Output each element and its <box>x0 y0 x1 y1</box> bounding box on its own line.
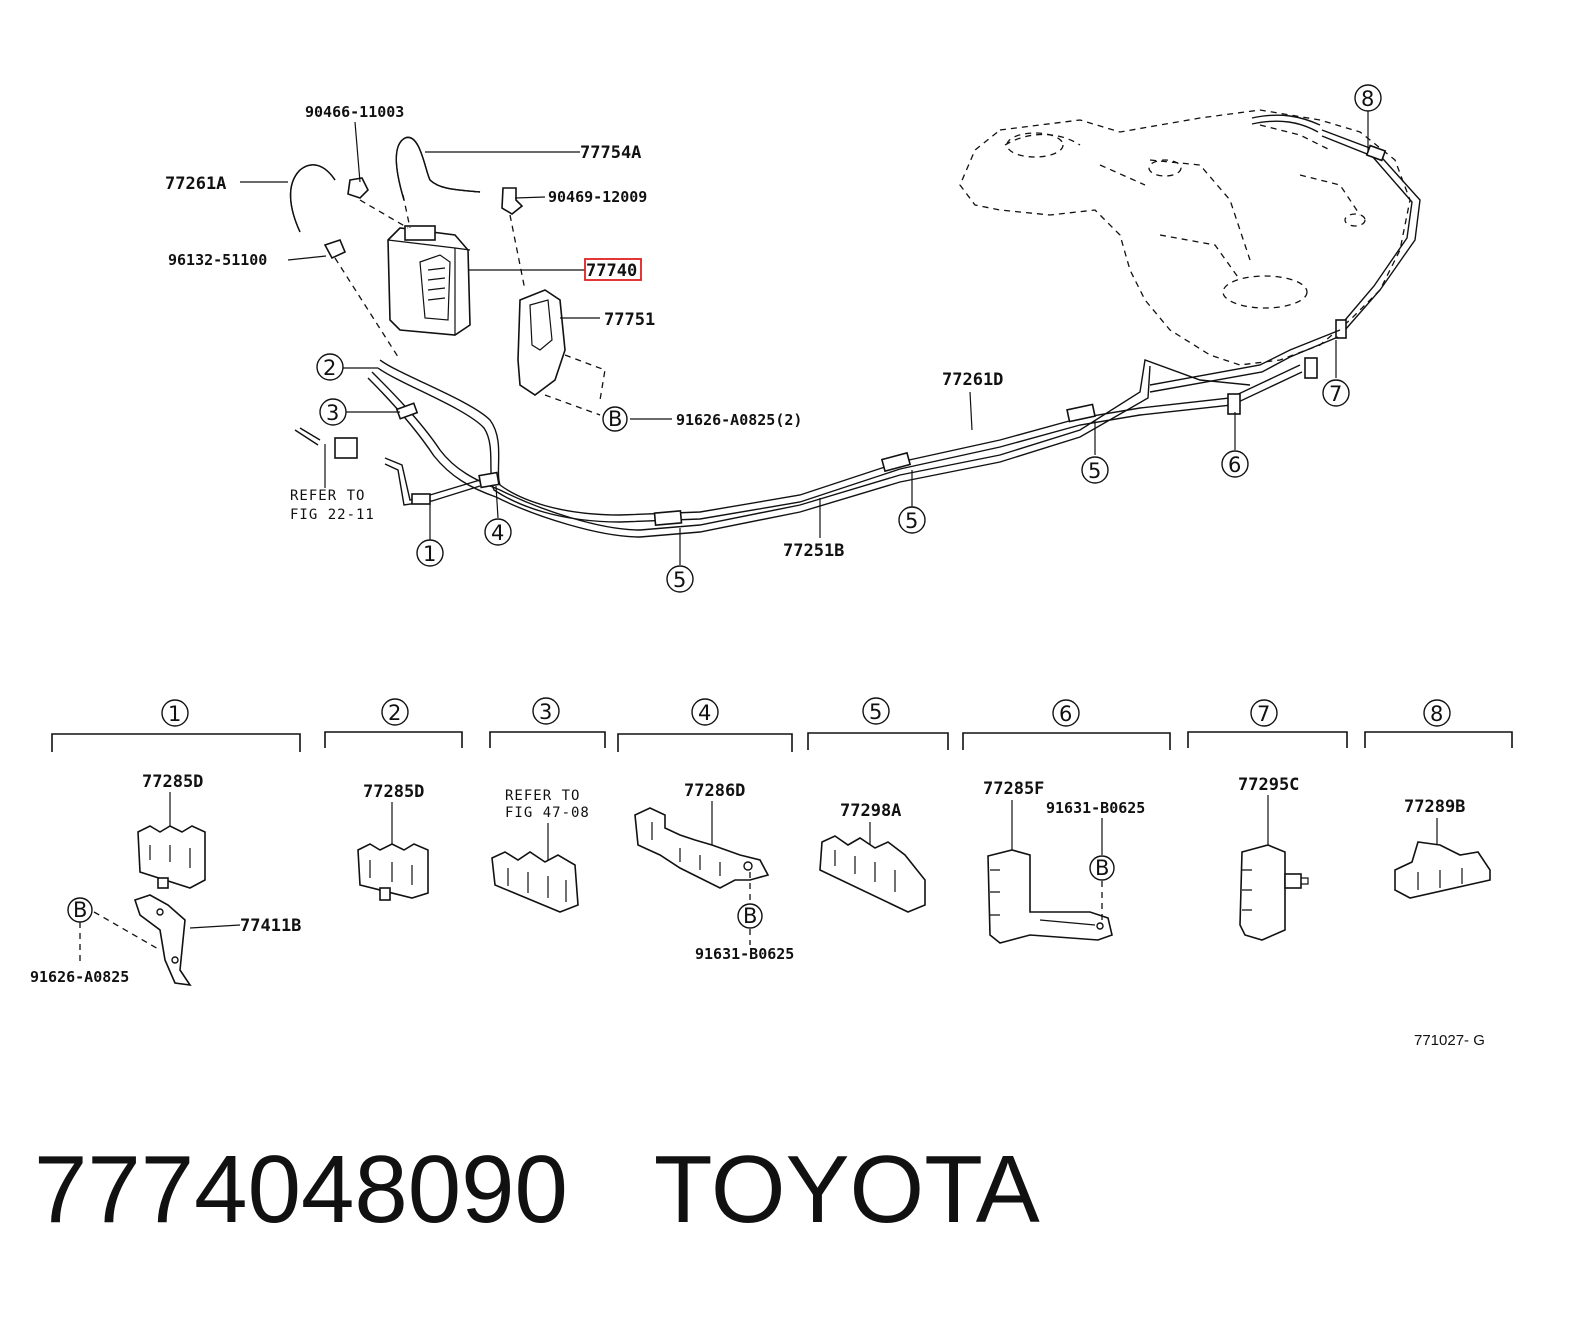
group-5-part: 77298A <box>840 801 901 821</box>
group-3-number: 3 <box>539 700 552 724</box>
group-5-number: 5 <box>869 700 882 724</box>
group-1-part: 77285D <box>142 772 203 792</box>
group-8: 77289B <box>1394 797 1491 899</box>
callout-1: 1 <box>423 542 436 566</box>
brand-name: TOYOTA <box>653 1136 1040 1243</box>
label-91626-A0825-2: 91626-A0825(2) <box>676 411 802 429</box>
callout-5b: 5 <box>905 509 918 533</box>
group-4-number: 4 <box>698 701 711 725</box>
callout-4: 4 <box>491 521 504 545</box>
group-5: 77298A <box>819 801 926 913</box>
group-4-fastener: 91631-B0625 <box>695 945 794 963</box>
group-4-part: 77286D <box>684 781 745 801</box>
callout-b-top-letter: B <box>608 407 622 431</box>
title-bar: 7774048090 TOYOTA <box>34 1140 1040 1240</box>
label-77251B: 77251B <box>783 541 844 561</box>
label-77751: 77751 <box>604 310 655 330</box>
leader-lines <box>240 110 1369 565</box>
callout-5a: 5 <box>673 568 686 592</box>
group-7-part: 77295C <box>1238 775 1299 795</box>
part-number: 7774048090 <box>34 1136 568 1243</box>
group-1-fastener: 91626-A0825 <box>30 968 129 986</box>
refer-fig-22-11-line1: REFER TO <box>290 488 365 504</box>
label-77261D: 77261D <box>942 370 1003 390</box>
group-3-ref-line2: FIG 47-08 <box>505 805 590 821</box>
group-3-ref-line1: REFER TO <box>505 788 580 804</box>
group-6: 77285F 91631-B0625 B <box>983 779 1145 944</box>
label-77740-highlighted[interactable]: 77740 <box>586 261 637 281</box>
group-8-number: 8 <box>1430 702 1443 726</box>
top-labels: 90466-11003 77754A 77261A 90469-12009 96… <box>165 103 1003 561</box>
group-8-part: 77289B <box>1404 797 1465 817</box>
group-2-part: 77285D <box>363 782 424 802</box>
callout-b-top <box>602 406 628 432</box>
group-1-b: B <box>73 898 87 922</box>
group-brackets: 1 2 3 4 5 6 7 8 <box>51 697 1513 752</box>
group-1: 77285D 77411B B 91626-A0825 <box>30 772 301 987</box>
label-77754A: 77754A <box>580 143 641 163</box>
breather-line <box>1149 114 1421 393</box>
figure-code: 771027- G <box>1414 1032 1485 1049</box>
group-2: 77285D <box>357 782 429 901</box>
callout-3: 3 <box>326 401 339 425</box>
group-6-b: B <box>1095 856 1109 880</box>
group-6-number: 6 <box>1059 702 1072 726</box>
group-3: REFER TO FIG 47-08 <box>491 788 590 913</box>
group-6-part: 77285F <box>983 779 1044 799</box>
group-1-number: 1 <box>168 702 181 726</box>
callout-2: 2 <box>323 356 336 380</box>
refer-fig-22-11-line2: FIG 22-11 <box>290 507 375 523</box>
callout-6: 6 <box>1228 453 1241 477</box>
callout-7: 7 <box>1329 382 1342 406</box>
canister-assembly <box>289 136 606 416</box>
fuel-lines <box>294 359 1303 538</box>
fuel-tank <box>959 109 1411 366</box>
label-96132-51100: 96132-51100 <box>168 251 267 269</box>
group-4-b: B <box>743 904 757 928</box>
callout-8: 8 <box>1361 87 1374 111</box>
group-7-number: 7 <box>1257 702 1270 726</box>
label-90469-12009: 90469-12009 <box>548 188 647 206</box>
highlight-box <box>584 258 642 281</box>
label-90466-11003: 90466-11003 <box>305 103 404 121</box>
group-6-fastener: 91631-B0625 <box>1046 799 1145 817</box>
callout-5c: 5 <box>1088 459 1101 483</box>
group-1-extra: 77411B <box>240 916 301 936</box>
label-77261A: 77261A <box>165 174 226 194</box>
group-2-number: 2 <box>388 701 401 725</box>
group-7: 77295C <box>1238 775 1309 941</box>
main-callouts: 2 3 1 4 5 5 5 6 7 8 <box>316 84 1382 593</box>
group-4: 77286D B 91631-B0625 <box>634 781 794 963</box>
